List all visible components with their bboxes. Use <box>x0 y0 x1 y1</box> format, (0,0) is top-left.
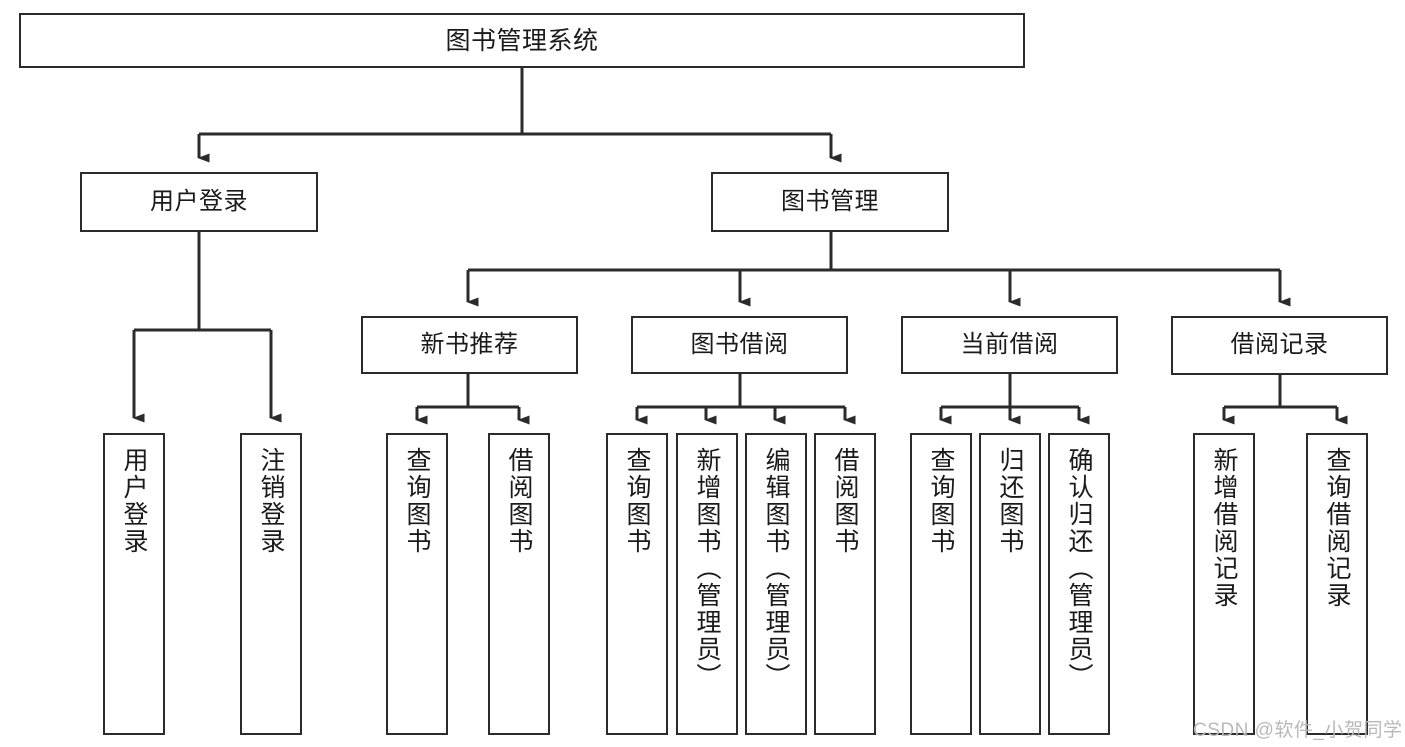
csdn-watermark: CSDN @软件_小贺同学 <box>1193 720 1403 741</box>
node-label: 用户登录 <box>120 447 148 555</box>
node-leaf-add-borrow-record[interactable]: 新增借阅记录 <box>1193 433 1255 735</box>
node-root-book-management-system[interactable]: 图书管理系统 <box>19 13 1025 68</box>
node-leaf-current-query-book[interactable]: 查询图书 <box>910 433 972 735</box>
node-leaf-borrow-book[interactable]: 借阅图书 <box>814 433 876 735</box>
node-label: 图书管理系统 <box>445 26 599 55</box>
node-label: 借阅记录 <box>1230 331 1329 359</box>
node-leaf-new-book-borrow[interactable]: 借阅图书 <box>488 433 550 735</box>
node-leaf-user-login[interactable]: 用户登录 <box>103 433 165 735</box>
node-current-borrow[interactable]: 当前借阅 <box>901 316 1118 374</box>
node-leaf-borrow-query-book[interactable]: 查询图书 <box>606 433 668 735</box>
node-label: 查询图书 <box>927 447 955 555</box>
node-label: 查询借阅记录 <box>1323 447 1351 609</box>
node-leaf-add-book-admin[interactable]: 新增图书（管理员） <box>676 433 738 735</box>
node-user-login[interactable]: 用户登录 <box>80 172 318 232</box>
node-new-book-recommend[interactable]: 新书推荐 <box>361 316 578 374</box>
node-label: 查询图书 <box>623 447 651 555</box>
node-label: 借阅图书 <box>831 447 859 555</box>
node-label: 查询图书 <box>403 447 431 555</box>
node-label: 图书管理 <box>781 187 879 215</box>
node-label: 注销登录 <box>257 447 285 555</box>
node-label: 新增图书（管理员） <box>693 447 721 690</box>
node-label: 新增借阅记录 <box>1210 447 1238 609</box>
node-leaf-new-book-query[interactable]: 查询图书 <box>386 433 448 735</box>
node-leaf-edit-book-admin[interactable]: 编辑图书（管理员） <box>745 433 807 735</box>
node-leaf-logout[interactable]: 注销登录 <box>240 433 302 735</box>
node-label: 新书推荐 <box>420 330 519 358</box>
node-leaf-query-borrow-record[interactable]: 查询借阅记录 <box>1306 433 1368 735</box>
node-leaf-confirm-return-admin[interactable]: 确认归还（管理员） <box>1048 433 1110 735</box>
node-label: 图书借阅 <box>690 330 789 358</box>
node-label: 编辑图书（管理员） <box>762 447 790 690</box>
node-book-borrow[interactable]: 图书借阅 <box>631 316 848 374</box>
node-label: 当前借阅 <box>960 330 1059 358</box>
node-label: 归还图书 <box>996 447 1024 555</box>
node-book-management[interactable]: 图书管理 <box>711 172 949 232</box>
node-borrow-record[interactable]: 借阅记录 <box>1171 316 1388 375</box>
node-label: 用户登录 <box>150 187 248 215</box>
node-leaf-return-book[interactable]: 归还图书 <box>979 433 1041 735</box>
node-label: 借阅图书 <box>505 447 533 555</box>
node-label: 确认归还（管理员） <box>1065 447 1093 690</box>
